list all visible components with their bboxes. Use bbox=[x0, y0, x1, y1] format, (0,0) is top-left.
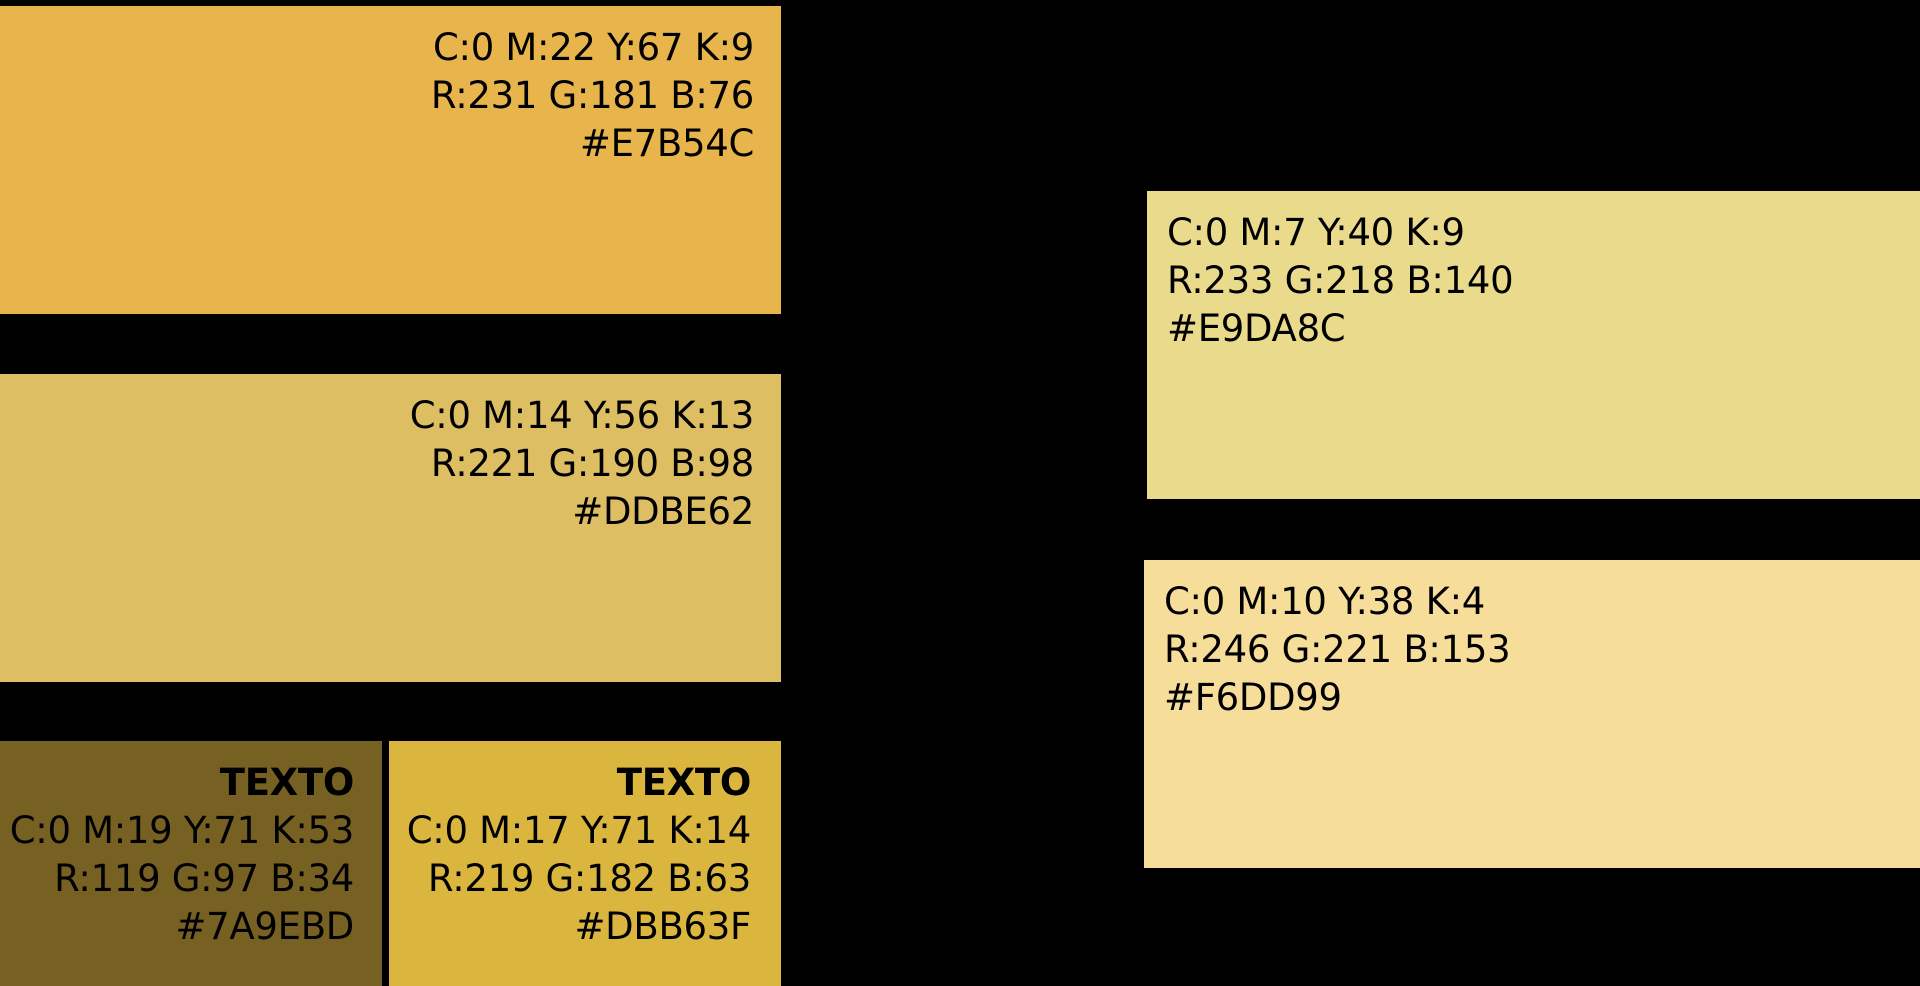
swatch-heading: TEXTO bbox=[219, 761, 355, 804]
hex-value: #DBB63F bbox=[574, 905, 751, 948]
rgb-value: R:231 G:181 B:76 bbox=[430, 74, 754, 117]
swatch-info: C:0 M:7 Y:40 K:9 R:233 G:218 B:140 #E9DA… bbox=[1167, 209, 1514, 353]
color-swatch-f6dd99: C:0 M:10 Y:38 K:4 R:246 G:221 B:153 #F6D… bbox=[1144, 560, 1920, 868]
hex-value: #E9DA8C bbox=[1167, 307, 1346, 350]
rgb-value: R:221 G:190 B:98 bbox=[430, 442, 754, 485]
color-swatch-text-dark: TEXTO C:0 M:19 Y:71 K:53 R:119 G:97 B:34… bbox=[0, 741, 382, 986]
swatch-info: C:0 M:10 Y:38 K:4 R:246 G:221 B:153 #F6D… bbox=[1164, 578, 1511, 722]
swatch-info: TEXTO C:0 M:19 Y:71 K:53 R:119 G:97 B:34… bbox=[9, 759, 355, 951]
color-swatch-ddbe62: C:0 M:14 Y:56 K:13 R:221 G:190 B:98 #DDB… bbox=[0, 374, 781, 682]
cmyk-value: C:0 M:7 Y:40 K:9 bbox=[1167, 211, 1465, 254]
color-swatch-e9da8c: C:0 M:7 Y:40 K:9 R:233 G:218 B:140 #E9DA… bbox=[1147, 191, 1920, 499]
cmyk-value: C:0 M:10 Y:38 K:4 bbox=[1164, 580, 1485, 623]
rgb-value: R:233 G:218 B:140 bbox=[1167, 259, 1514, 302]
hex-value: #7A9EBD bbox=[175, 905, 354, 948]
rgb-value: R:119 G:97 B:34 bbox=[54, 857, 354, 900]
hex-value: #DDBE62 bbox=[572, 490, 754, 533]
cmyk-value: C:0 M:17 Y:71 K:14 bbox=[406, 809, 752, 852]
color-swatch-e7b54c: C:0 M:22 Y:67 K:9 R:231 G:181 B:76 #E7B5… bbox=[0, 6, 781, 314]
swatch-heading: TEXTO bbox=[616, 761, 752, 804]
cmyk-value: C:0 M:19 Y:71 K:53 bbox=[9, 809, 355, 852]
color-swatch-text-gold: TEXTO C:0 M:17 Y:71 K:14 R:219 G:182 B:6… bbox=[389, 741, 781, 986]
swatch-info: C:0 M:22 Y:67 K:9 R:231 G:181 B:76 #E7B5… bbox=[431, 24, 754, 168]
cmyk-value: C:0 M:14 Y:56 K:13 bbox=[409, 394, 755, 437]
hex-value: #F6DD99 bbox=[1164, 676, 1342, 719]
cmyk-value: C:0 M:22 Y:67 K:9 bbox=[433, 26, 754, 69]
swatch-info: C:0 M:14 Y:56 K:13 R:221 G:190 B:98 #DDB… bbox=[409, 392, 755, 536]
hex-value: #E7B54C bbox=[579, 122, 754, 165]
rgb-value: R:219 G:182 B:63 bbox=[427, 857, 751, 900]
rgb-value: R:246 G:221 B:153 bbox=[1164, 628, 1511, 671]
swatch-info: TEXTO C:0 M:17 Y:71 K:14 R:219 G:182 B:6… bbox=[406, 759, 752, 951]
